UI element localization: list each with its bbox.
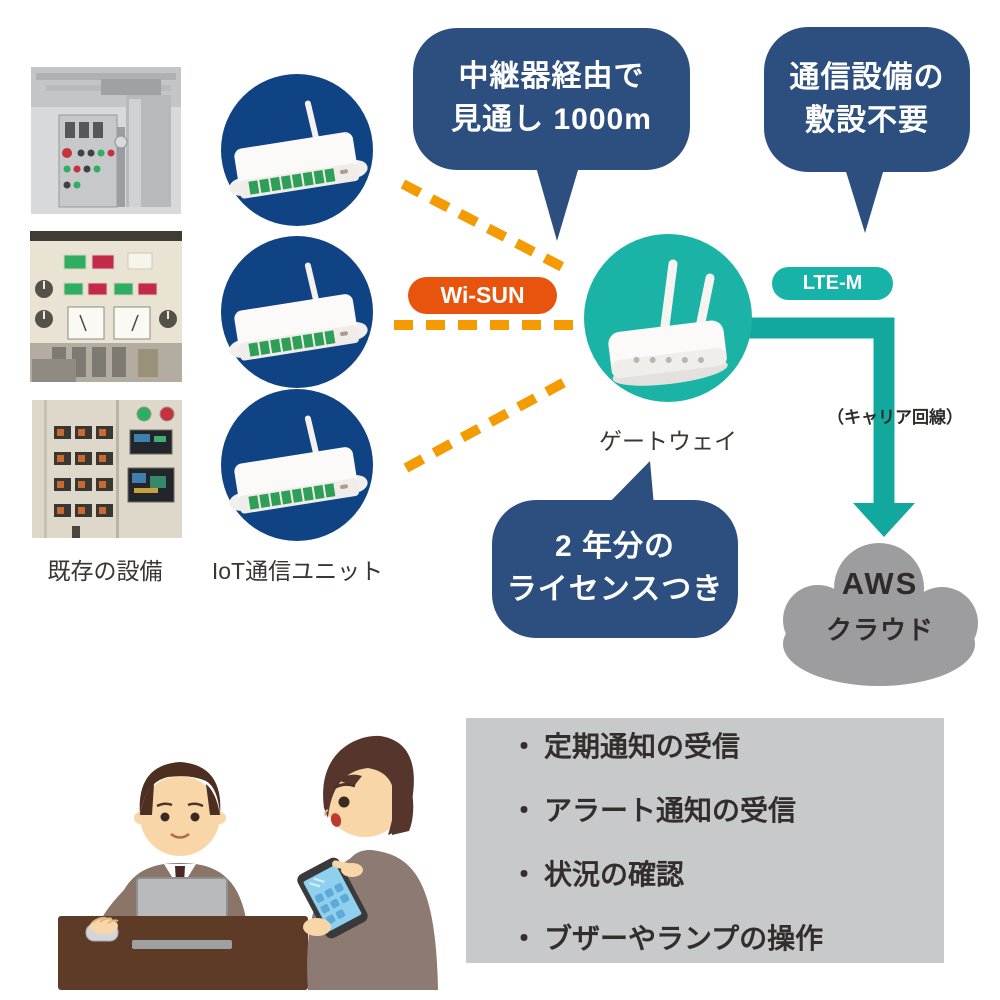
feature-bullet: ・	[510, 922, 539, 954]
aws-cloud: AWS クラウド	[766, 536, 994, 688]
aws-cloud-label-line1: AWS	[841, 566, 919, 601]
iot-unit-badge-3	[221, 389, 373, 541]
factory-equipment-photo-2	[30, 231, 182, 382]
operator-with-laptop	[58, 762, 308, 990]
no-wiring-bubble-tail	[843, 162, 886, 233]
relay-range-line2: 見通し 1000m	[451, 103, 652, 136]
feature-item: ・ 状況の確認	[510, 853, 944, 893]
feature-item: ・ 定期通知の受信	[510, 725, 944, 765]
iot-unit-badge-1	[221, 74, 373, 226]
feature-text: ブザーやランプの操作	[544, 922, 824, 954]
factory-equipment-photo-1	[31, 67, 181, 214]
feature-text: 状況の確認	[544, 858, 685, 890]
carrier-line-note: （キャリア回線）	[827, 408, 963, 427]
features-panel: ・ 定期通知の受信 ・ アラート通知の受信 ・ 状況の確認 ・ ブザーやランプの…	[466, 718, 944, 963]
iot-unit-device-icon	[229, 415, 368, 514]
license-line1: 2 年分の	[554, 530, 676, 564]
feature-item: ・ ブザーやランプの操作	[510, 917, 944, 957]
feature-item: ・ アラート通知の受信	[510, 789, 944, 829]
license-line2: ライセンスつき	[506, 573, 724, 606]
feature-bullet: ・	[510, 858, 539, 890]
iot-unit-badge-2	[221, 236, 373, 388]
no-cabling-line1: 通信設備の	[789, 60, 945, 94]
wisun-badge: Wi-SUN	[408, 277, 557, 314]
speech-bubble-no-cabling: 通信設備の 敷設不要	[764, 27, 970, 172]
aws-cloud-label-line2: クラウド	[825, 615, 934, 645]
wisun-dashed-line-top	[400, 179, 575, 277]
users-illustration	[58, 735, 438, 990]
existing-equipment-label: 既存の設備	[47, 558, 163, 584]
feature-text: アラート通知の受信	[544, 794, 797, 826]
gateway-badge	[584, 234, 752, 402]
feature-text: 定期通知の受信	[544, 730, 741, 762]
lte-arrow-head	[853, 503, 915, 537]
speech-bubble-relay-range: 中継器経由で 見通し 1000m	[413, 28, 690, 170]
relay-bubble-tail	[534, 160, 581, 241]
display-module-grid	[54, 426, 113, 517]
wisun-dashed-line-bottom	[403, 372, 577, 473]
no-cabling-line2: 敷設不要	[805, 103, 929, 137]
user-with-smartphone	[297, 735, 438, 990]
factory-equipment-photo-3	[32, 400, 182, 538]
relay-range-line1: 中継器経由で	[458, 60, 645, 94]
smartphone-icon	[297, 857, 368, 939]
iot-unit-device-icon	[229, 262, 368, 361]
feature-bullet: ・	[510, 730, 539, 762]
ltem-label: LTE-M	[802, 272, 863, 294]
iot-unit-device-icon	[229, 100, 368, 199]
gateway-device-icon	[608, 259, 728, 386]
iot-units-label: IoT通信ユニット	[211, 558, 384, 584]
gateway-label: ゲートウェイ	[599, 428, 737, 454]
ltem-badge: LTE-M	[772, 267, 893, 300]
wisun-label: Wi-SUN	[440, 282, 525, 308]
feature-bullet: ・	[510, 794, 539, 826]
speech-bubble-license: 2 年分の ライセンスつき	[492, 500, 738, 638]
cloud-icon	[783, 543, 978, 686]
